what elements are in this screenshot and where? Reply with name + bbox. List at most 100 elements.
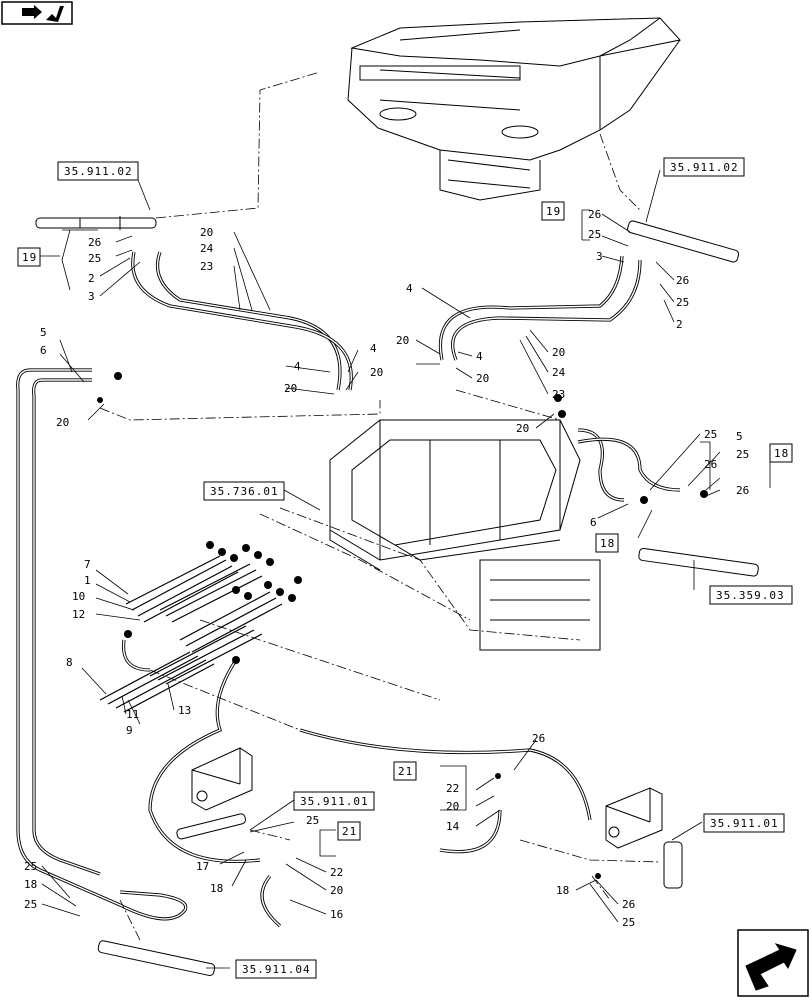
svg-text:19: 19 <box>546 205 561 218</box>
svg-text:35.911.02: 35.911.02 <box>670 161 739 174</box>
callout: 23 <box>200 260 213 273</box>
callout: 25 <box>88 252 101 265</box>
svg-text:35.359.03: 35.359.03 <box>716 589 785 602</box>
callout: 25 <box>306 814 319 827</box>
callout: 5 <box>736 430 743 443</box>
callout: 17 <box>196 860 209 873</box>
cylinder-bottom-right <box>663 841 683 889</box>
callout: 4 <box>476 350 483 363</box>
group-label-21-bottom: 21 <box>393 761 417 781</box>
callout: 13 <box>178 704 191 717</box>
callout: 4 <box>294 360 301 373</box>
svg-text:21: 21 <box>342 825 357 838</box>
callout: 26 <box>676 274 689 287</box>
callout: 20 <box>200 226 213 239</box>
cylinder-right <box>638 548 759 577</box>
callout: 25 <box>24 860 37 873</box>
callout: 16 <box>330 908 343 921</box>
svg-text:21: 21 <box>398 765 413 778</box>
cylinder-top-right <box>627 220 740 263</box>
bracket-left <box>191 747 253 811</box>
callout: 20 <box>330 884 343 897</box>
valve-mount-frame <box>329 419 601 651</box>
hose-upper-right <box>438 255 642 361</box>
callout: 20 <box>56 416 69 429</box>
cylinder-bottom-left <box>97 940 216 977</box>
callout: 26 <box>736 484 749 497</box>
callout: 26 <box>704 458 717 471</box>
callout: 25 <box>676 296 689 309</box>
tank-assembly <box>347 17 681 201</box>
callout: 2 <box>676 318 683 331</box>
callout: 8 <box>66 656 73 669</box>
ref-label-bottom-right[interactable]: 35.911.01 <box>703 813 785 833</box>
bracket-right <box>605 787 663 849</box>
svg-text:18: 18 <box>600 537 615 550</box>
svg-text:18: 18 <box>774 447 789 460</box>
callout: 25 <box>736 448 749 461</box>
callout: 6 <box>590 516 597 529</box>
group-label-19-left: 19 <box>17 247 41 267</box>
leader-lines <box>40 169 771 969</box>
svg-text:35.911.01: 35.911.01 <box>710 817 779 830</box>
ref-label-top-left[interactable]: 35.911.02 <box>57 161 139 181</box>
callout: 22 <box>446 782 459 795</box>
group-label-18-right: 18 <box>769 443 793 463</box>
callout: 24 <box>200 242 214 255</box>
svg-text:35.911.04: 35.911.04 <box>242 963 311 976</box>
callout: 25 <box>622 916 635 929</box>
callout: 18 <box>210 882 223 895</box>
callout: 22 <box>330 866 343 879</box>
group-label-19-right: 19 <box>541 201 565 221</box>
callout: 26 <box>532 732 545 745</box>
callout: 20 <box>284 382 297 395</box>
group-label-21-mid: 21 <box>337 821 361 841</box>
callout: 9 <box>126 724 133 737</box>
callout: 18 <box>24 878 37 891</box>
ref-label-top-right[interactable]: 35.911.02 <box>663 157 745 177</box>
callout: 24 <box>552 366 566 379</box>
svg-text:35.911.01: 35.911.01 <box>300 795 369 808</box>
ref-label-bottom-mid[interactable]: 35.911.01 <box>293 791 375 811</box>
callout-numbers: 26 25 2 3 20 24 23 26 25 3 26 25 2 4 20 … <box>24 208 749 929</box>
callout: 20 <box>516 422 529 435</box>
callout: 1 <box>84 574 91 587</box>
callout: 3 <box>596 250 603 263</box>
ref-label-right-cylinder[interactable]: 35.359.03 <box>709 585 793 605</box>
hose-lower <box>121 639 592 928</box>
callout: 11 <box>126 708 139 721</box>
ref-label-valve[interactable]: 35.736.01 <box>203 481 285 501</box>
callout: 26 <box>88 236 101 249</box>
callout: 2 <box>88 272 95 285</box>
callout: 20 <box>552 346 565 359</box>
callout: 3 <box>88 290 95 303</box>
callout: 5 <box>40 326 47 339</box>
callout: 20 <box>396 334 409 347</box>
callout: 25 <box>704 428 717 441</box>
callout: 10 <box>72 590 85 603</box>
callout: 26 <box>622 898 635 911</box>
callout: 12 <box>72 608 85 621</box>
callout: 23 <box>552 388 565 401</box>
callout: 18 <box>556 884 569 897</box>
cylinder-top-left <box>35 216 157 230</box>
callout: 4 <box>370 342 377 355</box>
back-arrow-icon[interactable] <box>1 1 73 25</box>
fittings-cluster <box>97 372 708 879</box>
hose-right <box>577 428 681 502</box>
svg-text:35.911.02: 35.911.02 <box>64 165 133 178</box>
ref-label-bottom-left[interactable]: 35.911.04 <box>235 959 317 979</box>
callout: 7 <box>84 558 91 571</box>
connection-lines <box>99 71 661 941</box>
callout: 26 <box>588 208 601 221</box>
svg-text:19: 19 <box>22 251 37 264</box>
callout: 20 <box>476 372 489 385</box>
hose-long-left <box>16 368 188 921</box>
callout: 20 <box>370 366 383 379</box>
callout: 14 <box>446 820 460 833</box>
next-page-icon[interactable] <box>737 929 809 997</box>
cylinder-bottom-mid <box>176 813 246 840</box>
callout: 4 <box>406 282 413 295</box>
callout: 20 <box>446 800 459 813</box>
